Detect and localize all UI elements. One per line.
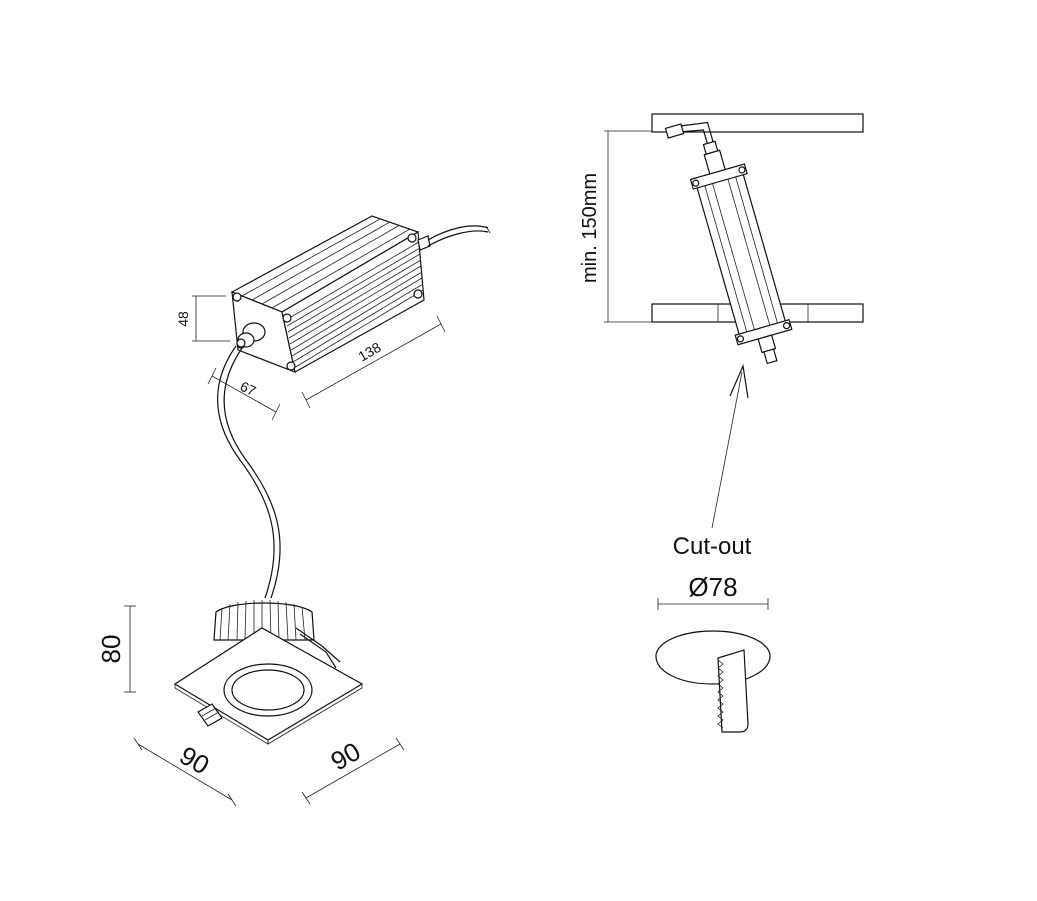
dimension-trim-width-right: 90	[301, 736, 405, 805]
dim-67-label: 67	[238, 378, 259, 399]
dim-138-label: 138	[355, 339, 383, 365]
dimension-fixture-height: 80	[96, 605, 136, 693]
cutout-disk-illustration	[655, 630, 771, 733]
connecting-cable	[217, 345, 281, 599]
dim-90-right-label: 90	[325, 736, 365, 776]
diameter-label: Ø78	[688, 572, 737, 602]
cutout-diameter-dimension: Ø78	[657, 572, 769, 610]
dim-48-label: 48	[175, 311, 191, 327]
cutout-label: Cut-out	[673, 533, 752, 560]
dimension-driver-height: 48	[175, 295, 230, 342]
installation-view: min. 150mm	[579, 113, 864, 529]
dimension-driver-width: 67	[207, 367, 281, 421]
min-150mm-label: min. 150mm	[579, 173, 601, 283]
downlight-fixture	[173, 599, 364, 745]
dimension-trim-width-left: 90	[133, 737, 237, 807]
dim-80-label: 80	[96, 635, 126, 664]
dim-90-left-label: 90	[174, 740, 214, 780]
led-driver	[230, 215, 491, 373]
